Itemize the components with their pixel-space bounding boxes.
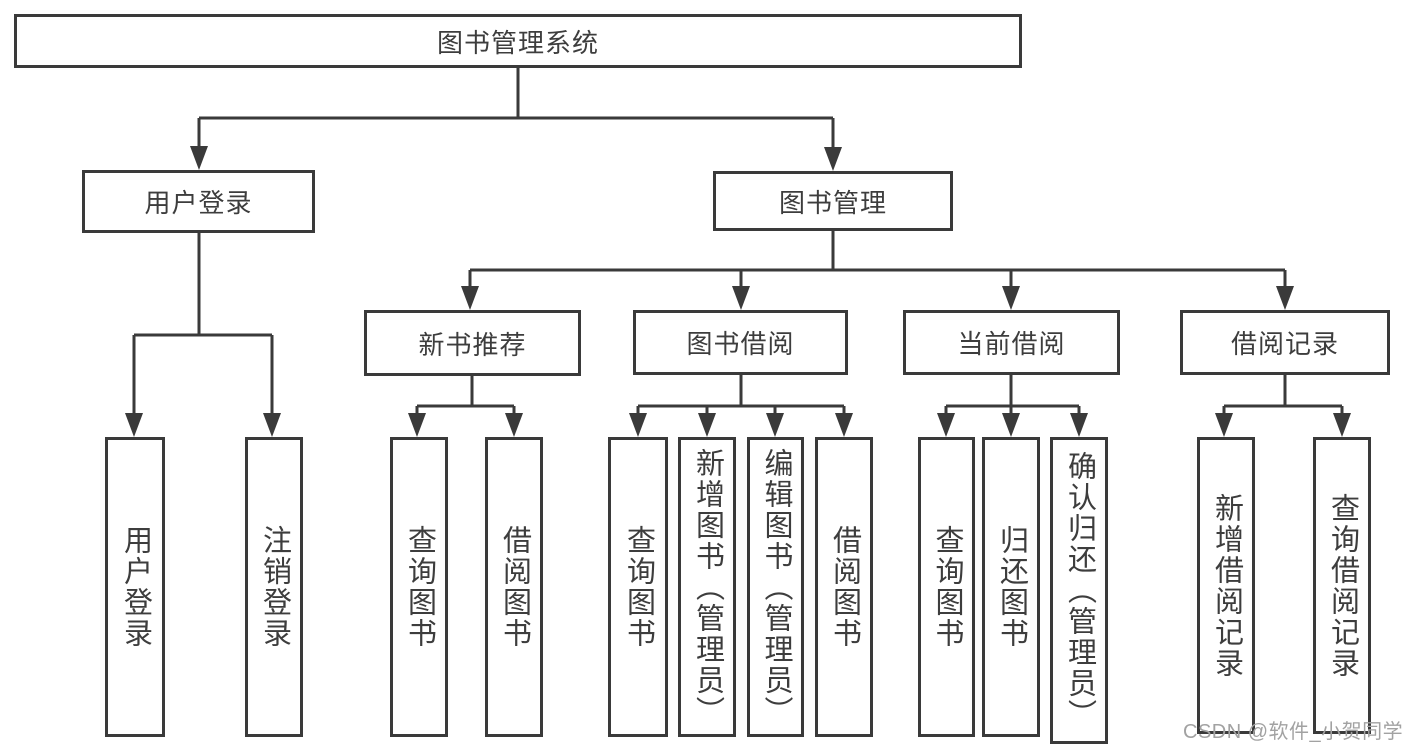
leaf-borrow-books-borrowing-label: 借阅图书 — [828, 525, 861, 649]
node-new-book-recommendation-label: 新书推荐 — [418, 329, 527, 360]
leaf-query-books-borrowing-label: 查询图书 — [622, 525, 655, 649]
leaf-add-books-admin: 新增图书（管理员） — [678, 437, 736, 737]
leaf-query-books-current-label: 查询图书 — [931, 525, 963, 649]
leaf-confirm-return-admin: 确认归还（管理员） — [1050, 437, 1108, 744]
node-book-borrowing: 图书借阅 — [633, 310, 848, 375]
node-new-book-recommendation: 新书推荐 — [364, 310, 581, 376]
node-current-borrowing-label: 当前借阅 — [957, 329, 1066, 359]
node-book-management-label: 图书管理 — [778, 187, 887, 218]
leaf-add-books-admin-label: 新增图书（管理员） — [691, 447, 724, 727]
node-borrowing-records-label: 借阅记录 — [1230, 329, 1339, 359]
leaf-borrow-books-recommend-label: 借阅图书 — [498, 525, 531, 649]
leaf-user-login-label: 用户登录 — [119, 525, 152, 649]
leaf-add-borrow-record-label: 新增借阅记录 — [1210, 492, 1243, 679]
leaf-edit-books-admin: 编辑图书（管理员） — [747, 437, 804, 737]
node-library-system-label: 图书管理系统 — [436, 27, 599, 58]
leaf-user-login: 用户登录 — [105, 437, 165, 737]
leaf-query-books-recommend-label: 查询图书 — [403, 525, 436, 649]
node-user-login-label: 用户登录 — [144, 188, 253, 218]
leaf-return-books-label: 归还图书 — [995, 525, 1028, 649]
leaf-query-books-current: 查询图书 — [918, 437, 975, 737]
node-user-login: 用户登录 — [82, 170, 315, 233]
node-borrowing-records: 借阅记录 — [1180, 310, 1390, 375]
node-library-system: 图书管理系统 — [14, 14, 1022, 68]
leaf-logout: 注销登录 — [245, 437, 303, 737]
csdn-watermark: CSDN @软件_小贺同学 — [1183, 721, 1404, 743]
leaf-borrow-books-recommend: 借阅图书 — [485, 437, 543, 737]
node-book-borrowing-label: 图书借阅 — [686, 329, 795, 359]
leaf-confirm-return-admin-label: 确认归还（管理员） — [1063, 451, 1096, 730]
leaf-return-books: 归还图书 — [982, 437, 1040, 737]
node-current-borrowing: 当前借阅 — [903, 310, 1120, 375]
leaf-edit-books-admin-label: 编辑图书（管理员） — [760, 447, 792, 727]
leaf-query-borrow-record-label: 查询借阅记录 — [1326, 492, 1359, 679]
leaf-query-books-recommend: 查询图书 — [390, 437, 448, 737]
leaf-add-borrow-record: 新增借阅记录 — [1197, 437, 1255, 734]
leaf-query-books-borrowing: 查询图书 — [608, 437, 668, 737]
leaf-borrow-books-borrowing: 借阅图书 — [815, 437, 873, 737]
leaf-logout-label: 注销登录 — [258, 525, 291, 649]
node-book-management: 图书管理 — [713, 171, 953, 231]
leaf-query-borrow-record: 查询借阅记录 — [1313, 437, 1371, 734]
